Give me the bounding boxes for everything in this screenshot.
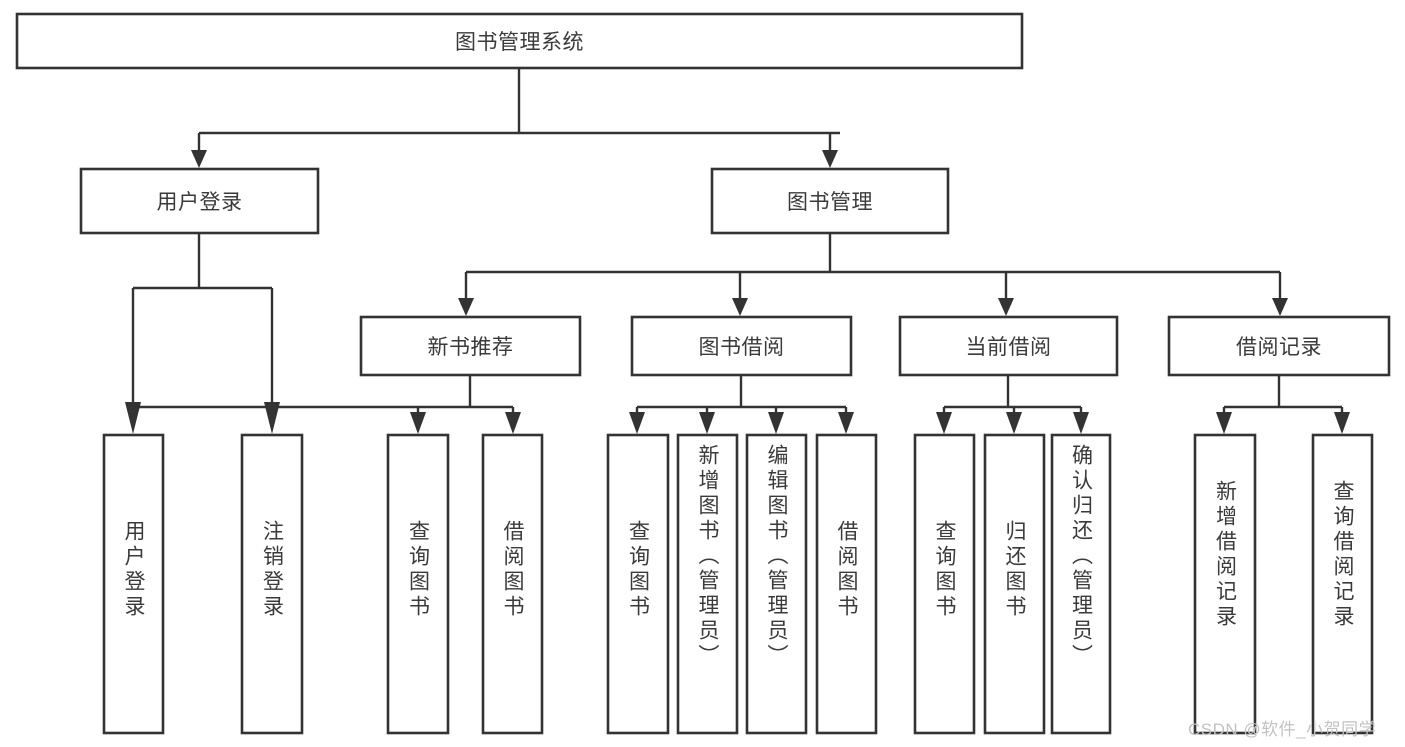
node-new-book-recommend[interactable]	[359, 315, 582, 377]
node-borrow-record[interactable]	[1167, 315, 1391, 377]
leaf-rect-11[interactable]	[1193, 433, 1257, 735]
leaf-rect-4[interactable]	[606, 433, 670, 735]
leaf-rect-10[interactable]	[1050, 433, 1112, 735]
leaf-rect-8[interactable]	[913, 433, 976, 735]
leaf-rect-0[interactable]	[102, 433, 165, 735]
connector-bookmgmt-to-level3	[458, 233, 1288, 316]
leaf-rect-1[interactable]	[240, 433, 304, 735]
leaf-rect-6[interactable]	[745, 433, 808, 735]
node-user-login[interactable]	[79, 167, 320, 235]
leaf-rect-9[interactable]	[983, 433, 1046, 735]
connector-current-to-leaves	[936, 375, 1089, 434]
node-book-management[interactable]	[710, 167, 950, 235]
connector-userlogin-to-leaves	[125, 233, 280, 434]
connector-root-to-level2	[191, 68, 840, 168]
node-book-borrow[interactable]	[630, 315, 853, 377]
leaf-rect-12[interactable]	[1311, 433, 1374, 735]
node-current-borrow[interactable]	[898, 315, 1119, 377]
node-root[interactable]	[15, 12, 1024, 70]
leaf-rect-5[interactable]	[676, 433, 739, 735]
connector-borrow-to-leaves	[629, 375, 854, 434]
leaf-rect-2[interactable]	[386, 433, 450, 735]
leaf-rect-3[interactable]	[481, 433, 544, 735]
leaf-rect-7[interactable]	[815, 433, 878, 735]
connector-record-to-leaves	[1216, 375, 1350, 434]
connector-newbook-to-leaves	[133, 375, 521, 434]
